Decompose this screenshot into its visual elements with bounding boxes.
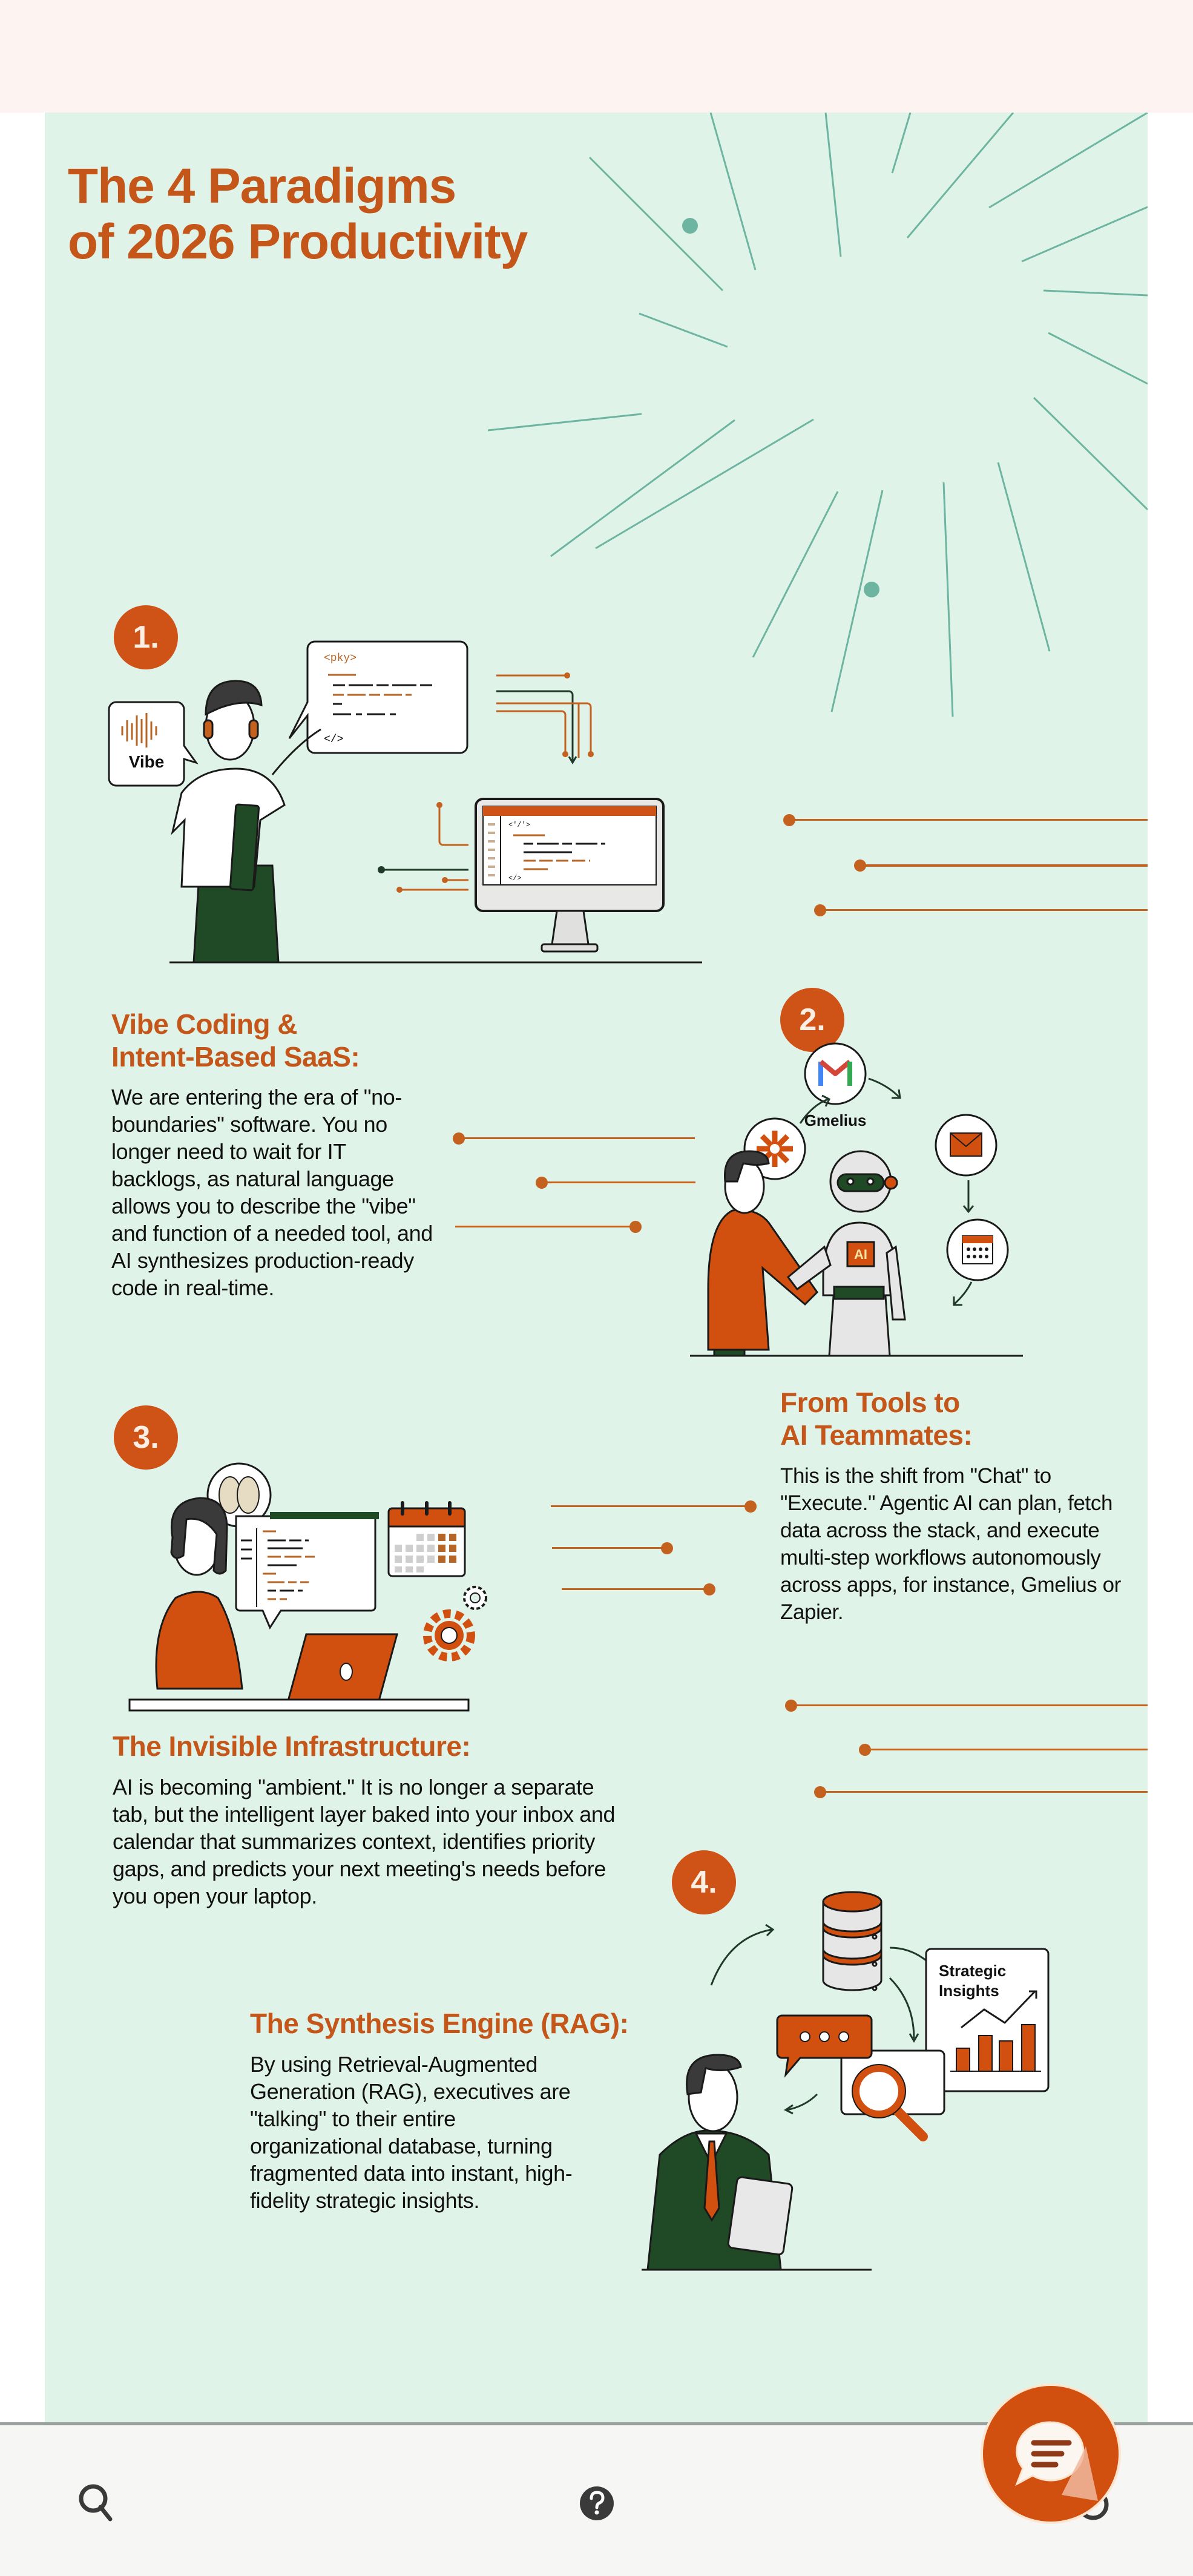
help-icon[interactable] [579, 2485, 615, 2522]
chat-icon [1015, 2421, 1085, 2486]
code-speech-bubble: <pky> </> [288, 640, 468, 754]
connector-line [562, 1583, 715, 1595]
cursor-overlay [1062, 2446, 1098, 2501]
paradigm-1-illustration: Vibe <pky> </> <'/'> < [108, 640, 702, 964]
gmelius-label: Gmelius [804, 1111, 867, 1129]
connector-line [814, 904, 1148, 916]
calendar-icon [387, 1501, 466, 1577]
connector-line [453, 1132, 695, 1145]
search-icon[interactable] [76, 2482, 119, 2524]
paradigm-4-badge: 4. [672, 1850, 736, 1914]
paradigm-2-body: This is the shift from "Chat" to "Execut… [780, 1464, 1121, 1624]
connector-line [814, 1786, 1148, 1798]
page-title: The 4 Paradigms of 2026 Productivity [68, 159, 528, 270]
paradigm-4-heading: The Synthesis Engine (RAG): [250, 2008, 629, 2039]
paradigm-3-illustration [128, 1462, 487, 1712]
paradigm-1-heading-line-2: Intent-Based SaaS: [111, 1041, 360, 1073]
chat-fab[interactable] [983, 2386, 1119, 2522]
gmail-icon [818, 1059, 852, 1086]
paradigm-2-heading-line-2: AI Teammates: [780, 1419, 973, 1451]
paradigm-2-illustration: Gmelius AI [690, 1042, 1023, 1357]
connector-line [783, 814, 1148, 826]
paradigm-1-badge: 1. [114, 605, 178, 669]
person-with-headset [171, 680, 321, 964]
monitor-icon: <'/'> </> [475, 798, 665, 953]
connector-line [785, 1700, 1148, 1712]
person-shaking-hands [707, 1150, 818, 1357]
robot-icon [786, 1150, 906, 1357]
title-line-2: of 2026 Productivity [68, 214, 528, 269]
sunburst-decoration [487, 113, 1148, 717]
document-icon [235, 1512, 379, 1630]
paradigm-4-illustration: Strategic Insights [642, 1891, 1050, 2271]
svg-text:</>: </> [324, 734, 343, 746]
connector-line [551, 1500, 757, 1513]
connector-line [859, 1744, 1148, 1756]
bar-chart-icon [950, 1990, 1041, 2072]
magnifier-icon [852, 2064, 928, 2141]
paradigm-3-body: AI is becoming "ambient." It is no longe… [113, 1775, 616, 1908]
paradigm-2-heading-line-1: From Tools to [780, 1387, 960, 1418]
title-line-1: The 4 Paradigms [68, 159, 456, 214]
robot-ai-label: AI [854, 1247, 867, 1262]
laptop-icon [287, 1633, 398, 1702]
svg-text:Insights: Insights [939, 1982, 999, 2000]
svg-text:</>: </> [508, 874, 522, 882]
paradigm-4-body: By using Retrieval-Augmented Generation … [250, 2052, 573, 2213]
vibe-voice-bubble: Vibe [108, 701, 199, 787]
paradigm-1-heading-line-1: Vibe Coding & [111, 1008, 298, 1040]
top-bar [0, 0, 1193, 113]
svg-text:<'/'>: <'/'> [508, 821, 530, 829]
connector-line [536, 1177, 695, 1189]
paradigm-3-heading: The Invisible Infrastructure: [113, 1730, 471, 1762]
chat-bubble-icon [776, 2014, 873, 2078]
database-icon [822, 1891, 882, 1991]
svg-text:<pky>: <pky> [324, 652, 357, 665]
calendar-icon [962, 1235, 993, 1264]
paradigm-1-body: We are entering the era of "no-boundarie… [111, 1085, 433, 1300]
paradigm-2-badge: 2. [780, 988, 844, 1052]
connector-line [854, 859, 1148, 872]
paradigm-1-heading: Vibe Coding & Intent-Based SaaS: [111, 1008, 360, 1073]
paradigm-2-heading: From Tools to AI Teammates: [780, 1386, 973, 1451]
svg-text:Vibe: Vibe [129, 752, 165, 771]
gear-icon [423, 1586, 487, 1661]
mail-icon [950, 1132, 982, 1157]
businessman [646, 2054, 794, 2271]
svg-text:Strategic: Strategic [939, 1962, 1006, 1980]
connector-line [552, 1542, 673, 1554]
paradigm-3-badge: 3. [114, 1405, 178, 1470]
woman-at-laptop [155, 1497, 243, 1690]
connector-line [455, 1221, 642, 1233]
strategic-insights-card: Strategic Insights [925, 1948, 1050, 2092]
